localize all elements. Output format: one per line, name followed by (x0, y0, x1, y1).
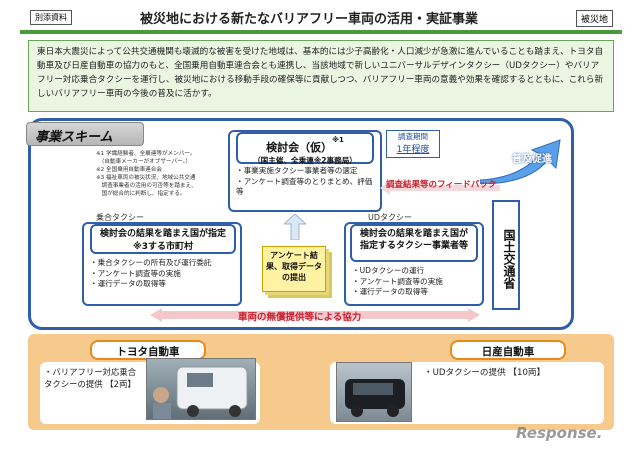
committee-head: 検討会（仮）※1 （国主催、全乗連※2事務局） (236, 132, 374, 165)
page-title: 被災地における新たなバリアフリー車両の活用・実証事業 (140, 12, 479, 27)
watermark: Response. (516, 424, 603, 442)
survey-doc: アンケート結果、取得データの提出 (262, 246, 326, 292)
intro-text: 東日本大震災によって公共交通機関も壊滅的な被害を受けた地域は、基本的には少子高齢… (28, 40, 614, 112)
mlit-box: 国土交通省 (492, 200, 520, 310)
list-item: ・アンケート調査等のとりまとめ、評価等 (236, 176, 373, 197)
period-box: 調査期間 1年程度 (386, 130, 440, 158)
left-group-head: 検討会の結果を踏まえ国が指定※3する市町村 (90, 224, 236, 254)
van-icon (153, 366, 248, 419)
list-item: ・運行データの取得等 (352, 287, 428, 296)
left-group-list: ・乗合タクシーの所有及び運行委託 ・アンケート調査等の実施 ・運行データの取得等 (90, 258, 236, 290)
note-line: 国が総合的に判断し、指定する。 (96, 191, 186, 197)
toyota-label: トヨタ自動車 (90, 340, 206, 360)
list-item: ・乗合タクシーの所有及び運行委託 (90, 258, 212, 267)
scheme-notes: ※1 学識経験者、全乗連等がメンバー。 （自動車メーカーがオブザーバー。） ※2… (96, 150, 236, 198)
nissan-vehicle-photo (336, 362, 412, 422)
committee-title: 検討会（仮） (266, 141, 333, 154)
toyota-detail: ・バリアフリー対応乗合タクシーの提供 【2両】 (44, 367, 137, 389)
note-line: （自動車メーカーがオブザーバー。） (96, 159, 191, 165)
note-line: ※2 全国乗用自動車連合会 (96, 167, 162, 173)
list-item: ・運行データの取得等 (90, 279, 166, 288)
promotion-label: 普及促進 (512, 154, 552, 165)
nissan-detail: ・UDタクシーの提供 【10両】 (424, 368, 546, 378)
cooperation-label: 車両の無償提供等による協力 (238, 312, 362, 323)
feedback-arrow-icon (380, 181, 500, 195)
header-divider (20, 30, 622, 34)
right-group-label: UDタクシー (368, 213, 413, 222)
feedback-label: 調査結果等のフィードバック (386, 180, 497, 190)
nissan-label: 日産自動車 (450, 340, 566, 360)
committee-list: ・事業実施タクシー事業者等の選定 ・アンケート調査等のとりまとめ、評価等 (236, 166, 376, 198)
toyota-vehicle-photo (146, 358, 256, 420)
left-group-label: 乗合タクシー (96, 213, 144, 222)
note-line: 調査事業者の活用の可否等を踏まえ、 (96, 183, 197, 189)
list-item: ・UDタクシーの運行 (352, 266, 425, 275)
committee-subtitle: （国主催、全乗連※2事務局） (253, 156, 357, 165)
list-item: ・アンケート調査等の実施 (352, 276, 443, 286)
region-tag: 被災地 (576, 10, 614, 27)
list-item: ・事業実施タクシー事業者等の選定 (236, 166, 358, 175)
cooperation-arrow-icon (150, 308, 480, 322)
scheme-tab: 事業スキーム (26, 122, 144, 146)
list-item: ・アンケート調査等の実施 (90, 268, 181, 278)
up-arrow-icon (284, 214, 306, 240)
note-line: ※3 福祉車両の被災状況、地域公共交通 (96, 175, 196, 181)
taxi-icon (345, 379, 405, 417)
attachment-tag: 別添資料 (30, 10, 72, 25)
promotion-arrow-icon (480, 139, 561, 184)
period-label: 調査期間 (398, 132, 428, 141)
right-group-list: ・UDタクシーの運行 ・アンケート調査等の実施 ・運行データの取得等 (352, 266, 482, 298)
right-group-head: 検討会の結果を踏まえ国が指定するタクシー事業者等 (350, 224, 478, 262)
note-line: ※1 学識経験者、全乗連等がメンバー。 (96, 151, 196, 157)
committee-mark: ※1 (332, 136, 344, 144)
period-value: 1年程度 (396, 145, 430, 155)
